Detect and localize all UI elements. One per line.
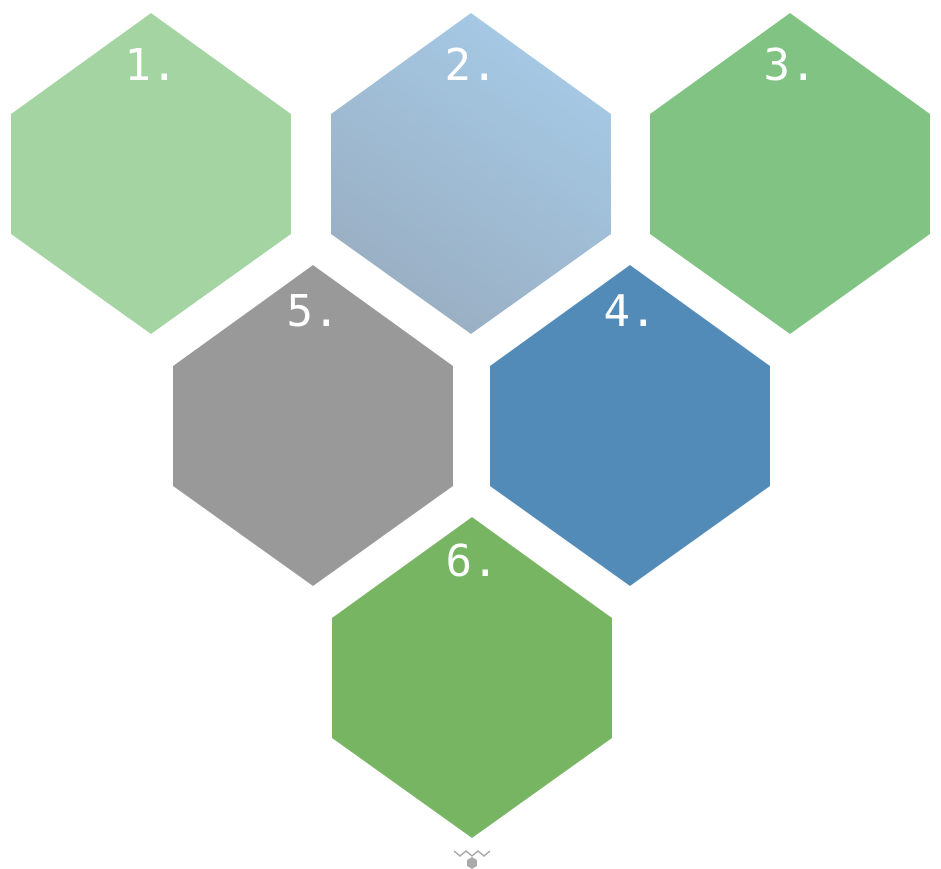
small-hexagon-icon — [453, 850, 491, 869]
hex-6-shape — [332, 517, 612, 838]
hex-6-label: 6. — [446, 536, 499, 587]
hex-3: 3. — [650, 13, 930, 334]
hex-3-shape — [650, 13, 930, 334]
hex-4: 4. — [490, 265, 770, 586]
hex-5: 5. — [173, 265, 453, 586]
small-hexagon-icon-zigzag — [453, 850, 491, 857]
hex-2-label: 2. — [445, 40, 498, 91]
small-hexagon-icon-shape — [467, 857, 477, 869]
hex-2-shape — [331, 13, 611, 334]
hex-3-label: 3. — [764, 40, 817, 91]
hex-1: 1. — [11, 13, 291, 334]
hex-1-label: 1. — [125, 40, 178, 91]
hex-4-shape — [490, 265, 770, 586]
hex-2: 2. — [331, 13, 611, 334]
hex-6: 6. — [332, 517, 612, 838]
hex-1-shape — [11, 13, 291, 334]
hex-4-label: 4. — [604, 286, 657, 337]
hex-5-label: 5. — [287, 286, 340, 337]
hex-5-shape — [173, 265, 453, 586]
